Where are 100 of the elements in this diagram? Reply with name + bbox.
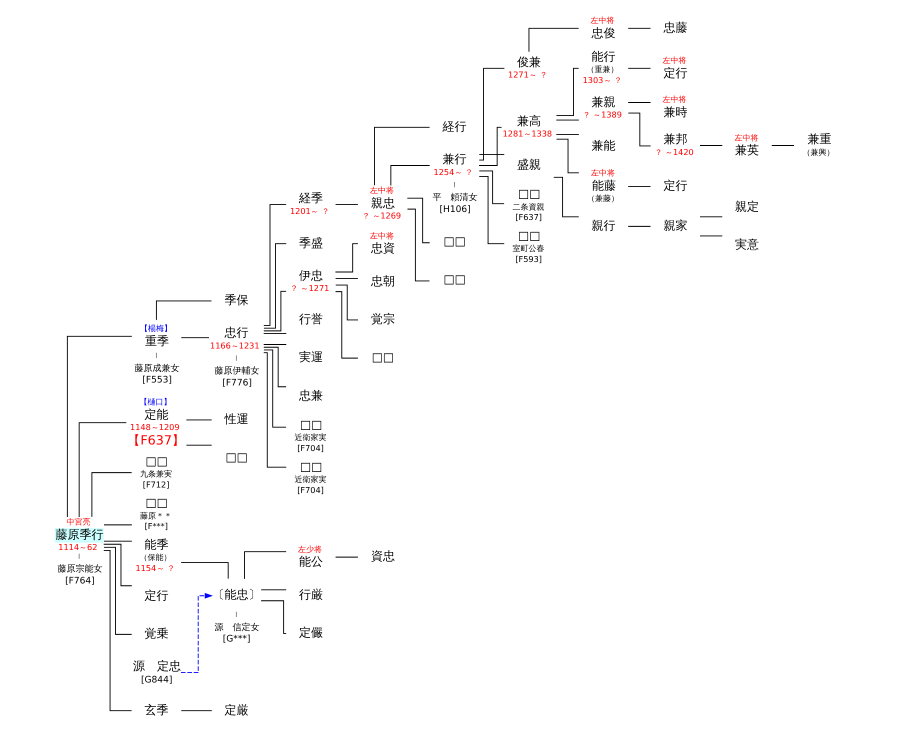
connector [335,284,358,320]
node-label: 【樋口】 [140,396,172,407]
node-label: 左中将 [590,15,615,26]
connector [104,546,132,635]
connector [263,204,287,326]
node-text: 兼能 [592,138,616,153]
node-label: [F***] [144,521,168,532]
connector [628,102,651,103]
connector [478,170,505,204]
node-text: 藤原伊輔女 [F776] [214,366,260,388]
node-text: 忠俊 [592,26,616,40]
node-text: 親家 [663,218,688,232]
node-label: （重兼） [586,64,619,74]
connector [390,165,430,186]
connector [478,68,505,160]
node-text: 兼邦 [663,132,688,146]
node-text: 定行 [144,588,169,602]
node-label: 左中将 [370,230,394,240]
connector [186,444,212,446]
node-label: 左中将 [370,184,394,195]
node-text: 季盛 [299,236,324,250]
node-text: 源 定忠 [G844] [132,659,181,686]
connector [66,336,132,518]
node-label: （保能） [140,552,172,562]
node-text: 兼時 [663,104,688,119]
node-text: 季保 [224,292,249,307]
node-label: 1303～ ？ [582,74,622,85]
node-label: 左中将 [591,168,616,178]
connector [244,551,287,580]
connector [263,333,287,334]
node-text: 忠兼 [299,388,324,402]
node-text: 定厳 [224,702,249,717]
node-text: 玄季 [144,702,169,717]
connector [335,291,358,359]
node-label: （兼藤） [587,193,620,204]
node-label: 1148～1209 [130,422,180,432]
node-text: □□ [146,454,168,468]
node-text: 親定 [735,199,760,214]
node-text: 覚乗 [144,626,169,640]
node-box: 藤原季行 [54,528,104,543]
connector [78,553,80,560]
node-text: □□ [300,417,322,432]
node-text: 行厳 [299,587,324,602]
connector [528,28,580,52]
node-label: 1271～ ？ [508,70,548,80]
node-text: □□ [444,234,466,248]
node-text: 兼重 [807,132,832,146]
node-text: 親行 [592,218,616,232]
node-text: □□ [372,350,394,364]
connector [628,186,651,187]
node-label: ？ ～1271 [290,283,330,294]
connector [556,138,580,174]
node-label: 左中将 [662,55,687,66]
node-label: 左中将 [662,94,687,104]
connector [454,181,455,188]
node-text: 資忠 [370,549,395,564]
connector [263,243,287,329]
node-text: □□ [225,450,248,464]
node-label: （兼興） [802,146,834,157]
node-label: 1114～62 [58,542,98,552]
connector [91,472,132,518]
connector [478,126,502,166]
node-text: 実運 [299,350,324,364]
node-label: 1166～1231 [210,340,260,350]
connector [700,216,723,218]
node-label: ？ ～1389 [582,110,622,120]
connector [156,300,212,320]
node-text: 親忠 [370,196,395,210]
connector [628,28,651,29]
node-text: 伊忠 [299,268,324,282]
node-text: 能行 [592,49,616,64]
connector [180,710,212,712]
node-text: □□ [518,186,540,201]
connector [478,176,505,244]
node-label: [F637] [515,212,542,222]
node-text: 平 頼清女 [H106] [432,193,478,215]
node-label: 室町公春 [512,243,545,254]
connector [263,350,287,428]
node-label: 九条兼実 [140,468,172,478]
node-label: 藤原＊＊ [140,510,172,520]
node-text: 兼親 [592,94,616,109]
node-text: 忠朝 [370,274,395,288]
node-text: 兼英 [735,143,760,158]
connector [407,208,430,282]
node-label: [F712] [142,479,170,490]
node-label: 1154～ ？ [136,562,175,573]
connector [374,126,430,186]
node-label: 左少将 [298,544,322,554]
node-label: 二条資親 [512,201,545,212]
node-label: 近衛家実 [294,474,327,484]
connector [156,352,157,359]
node-text: 盛親 [517,158,542,172]
node-label: 近衛家実 [294,432,327,442]
node-label: 【F637】 [127,432,185,448]
connector [236,611,237,618]
node-text: 源 信定女 [G***] [214,622,260,645]
node-text: 実意 [735,238,760,252]
connector [180,562,229,580]
connector [628,68,651,69]
node-text: 兼高 [517,114,542,128]
